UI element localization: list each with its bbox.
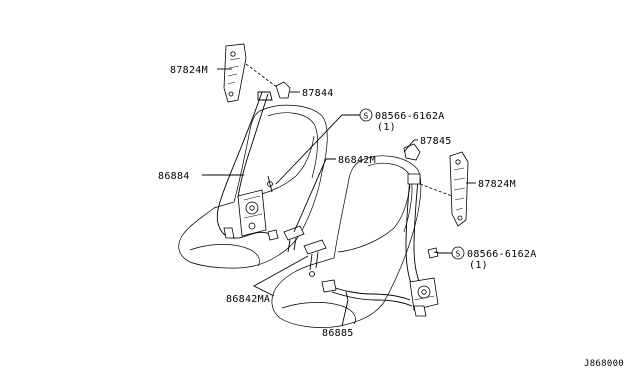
bolt-symbol-lower: S xyxy=(451,246,465,260)
left-belt-guide xyxy=(275,81,291,99)
right-seat xyxy=(271,155,422,328)
callout-86885: 86885 xyxy=(322,328,354,339)
callout-87824m-lower: 87824M xyxy=(478,179,516,190)
callout-87844: 87844 xyxy=(302,88,334,99)
left-buckle xyxy=(283,225,305,241)
left-upper-anchor-plate xyxy=(223,43,247,103)
right-buckle xyxy=(303,239,327,255)
callout-08566-upper: 08566-6162A xyxy=(375,111,445,122)
left-belt-assembly xyxy=(216,43,305,253)
callout-87845: 87845 xyxy=(420,136,452,147)
bolt-symbol-lower-letter: S xyxy=(455,250,460,259)
leader-lines xyxy=(202,68,476,327)
callout-86842ma: 86842MA xyxy=(226,294,270,305)
callout-87824m-upper: 87824M xyxy=(170,65,208,76)
callout-86884: 86884 xyxy=(158,171,190,182)
bolt-symbol-upper: S xyxy=(359,108,373,122)
left-seat xyxy=(178,104,328,269)
right-belt-assembly xyxy=(303,143,469,317)
callout-08566-lower-qty: (1) xyxy=(469,260,488,271)
callout-08566-lower: 08566-6162A xyxy=(467,249,537,260)
callout-86842m: 86842M xyxy=(338,155,376,166)
bolt-symbol-upper-letter: S xyxy=(363,112,368,121)
reference-code: J868000 xyxy=(584,359,624,369)
right-belt-guide xyxy=(403,143,421,161)
callout-08566-upper-qty: (1) xyxy=(377,122,396,133)
